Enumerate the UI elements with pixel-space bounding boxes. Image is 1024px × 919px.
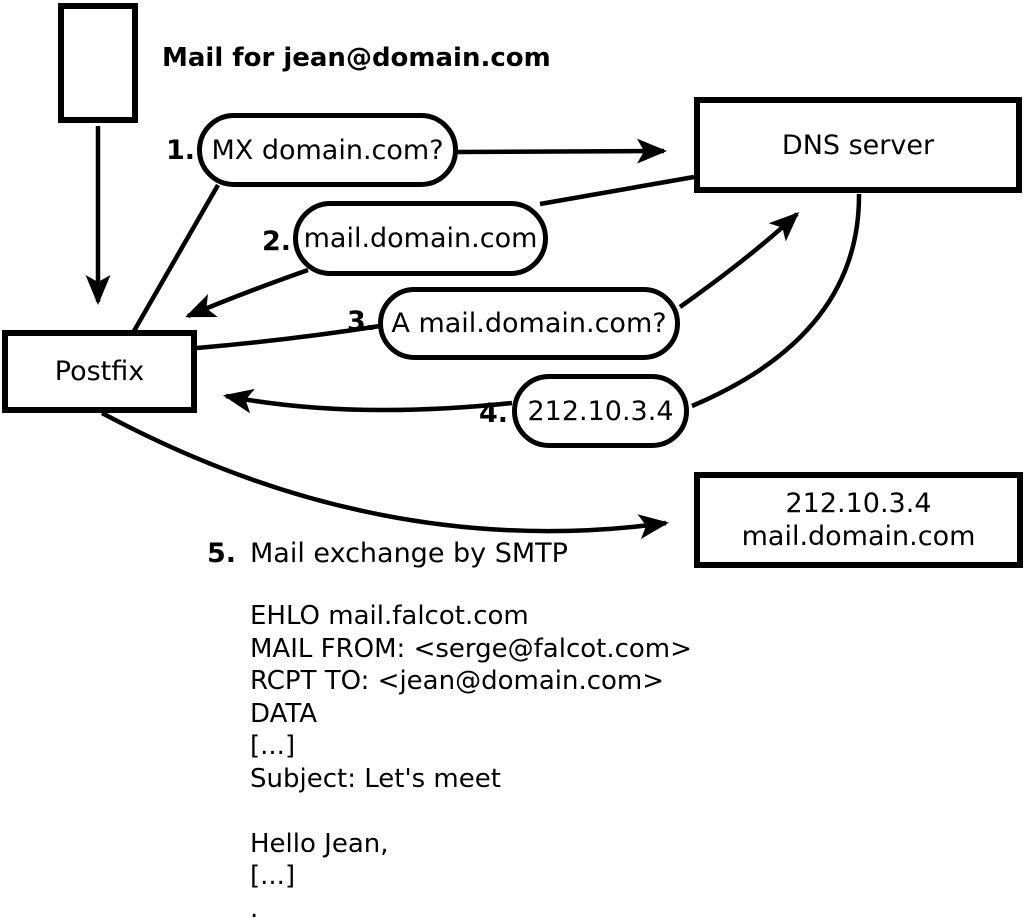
smtp-line: [...]: [250, 861, 296, 891]
smtp-line: RCPT TO: <jean@domain.com>: [250, 666, 665, 696]
arrow-query1-to-dns: [457, 138, 667, 164]
mail-server-node: 212.10.3.4 mail.domain.com: [694, 472, 1023, 568]
step-number-3: 3.: [346, 306, 376, 337]
step-number-2: 2.: [261, 226, 291, 257]
smtp-line: MAIL FROM: <serge@falcot.com>: [250, 633, 692, 664]
smtp-line: EHLO mail.falcot.com: [250, 601, 529, 631]
query-pill-a: A mail.domain.com?: [378, 287, 680, 360]
smtp-line: DATA: [250, 698, 317, 729]
step-number-1: 1.: [165, 135, 195, 166]
smtp-line: Hello Jean,: [250, 828, 389, 859]
smtp-line: [250, 795, 692, 828]
line-dns-to-response4: [691, 193, 862, 409]
query-pill-a-label: A mail.domain.com?: [391, 308, 667, 339]
diagram-title: Mail for jean@domain.com: [162, 43, 551, 73]
response-pill-a-label: 212.10.3.4: [527, 395, 674, 427]
query-pill-mx: MX domain.com?: [197, 113, 458, 187]
arrow-response4-to-postfix: [223, 388, 513, 414]
line-postfix-to-query3: [196, 323, 381, 351]
line-dns-to-response2: [539, 174, 695, 207]
response-pill-a: 212.10.3.4: [512, 374, 689, 448]
step-5-label: Mail exchange by SMTP: [250, 538, 568, 569]
query-pill-mx-label: MX domain.com?: [211, 134, 444, 166]
line-postfix-to-query1: [132, 183, 220, 333]
mail-server-ip: 212.10.3.4: [785, 488, 932, 519]
step-number-4: 4.: [478, 398, 508, 429]
postfix-label: Postfix: [54, 356, 145, 387]
dns-server-node: DNS server: [694, 97, 1022, 193]
arrow-query3-to-dns: [678, 211, 800, 309]
response-pill-mx-label: mail.domain.com: [303, 223, 538, 254]
smtp-line: [...]: [250, 731, 296, 761]
mail-server-hostname: mail.domain.com: [741, 521, 976, 552]
mail-message-box: [58, 3, 138, 123]
arrow-postfix-to-mailserver-smtp: [100, 411, 669, 540]
dns-server-label: DNS server: [781, 129, 935, 161]
smtp-session-transcript: EHLO mail.falcot.com MAIL FROM: <serge@f…: [250, 600, 692, 919]
step-number-5: 5.: [206, 538, 236, 569]
arrow-response2-to-postfix: [185, 267, 309, 319]
postfix-node: Postfix: [2, 330, 197, 413]
smtp-line: Subject: Let's meet: [250, 763, 501, 794]
response-pill-mx: mail.domain.com: [293, 201, 548, 276]
smtp-line: .: [250, 893, 259, 919]
